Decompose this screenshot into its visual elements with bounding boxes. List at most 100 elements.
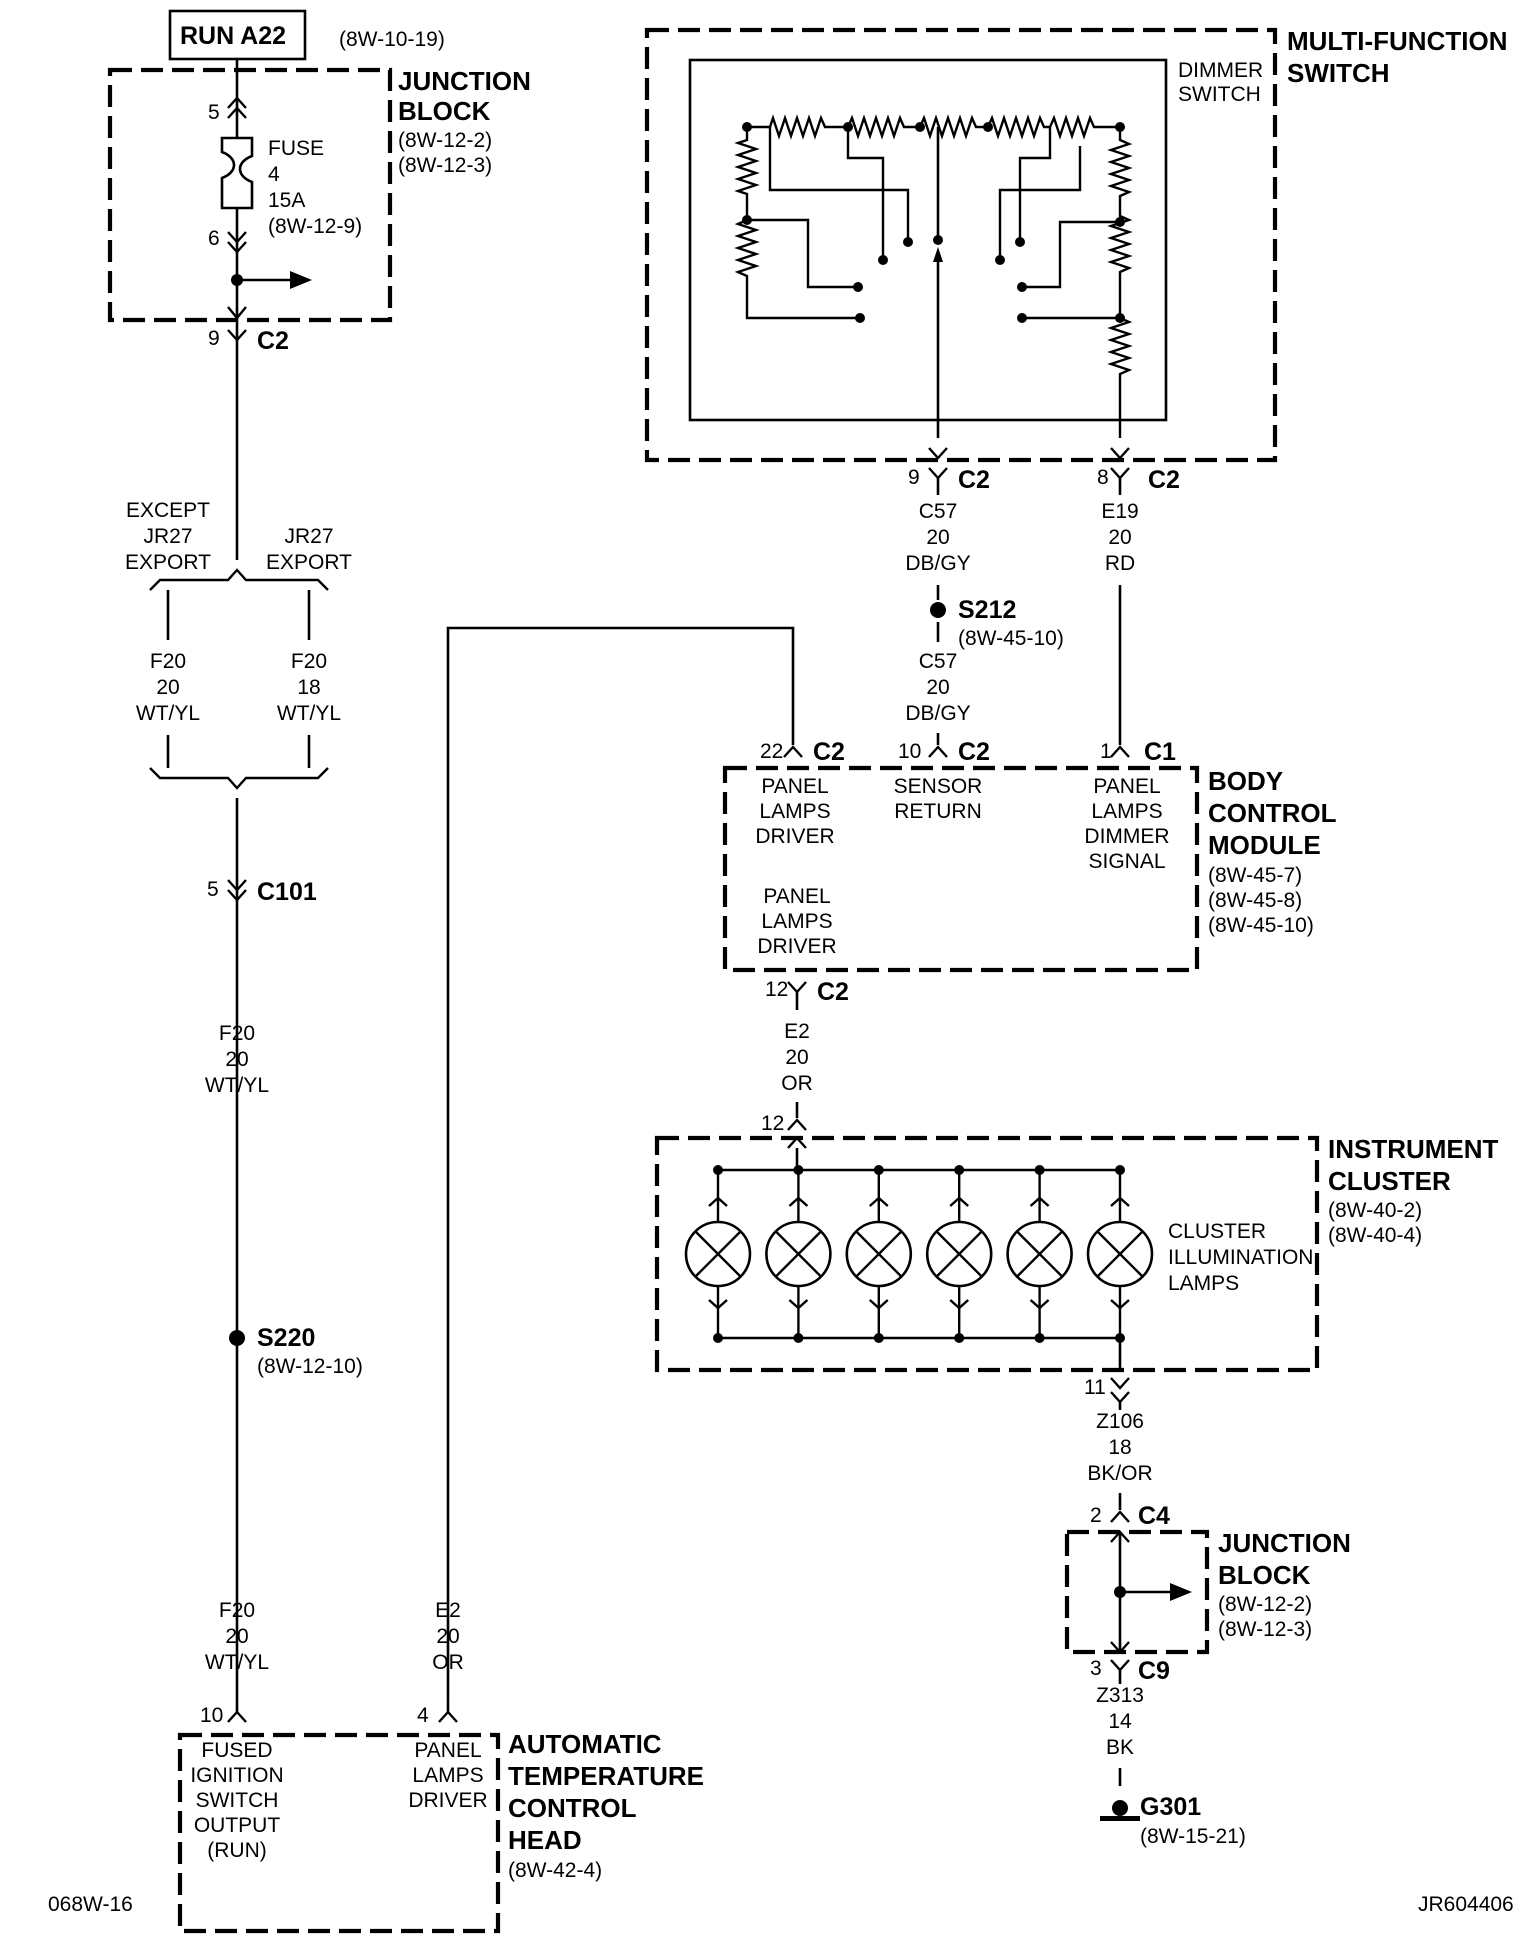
body-control-module-box (722, 765, 1200, 973)
dimmer-resistor-network (734, 114, 1133, 438)
cluster-lamps-label-2: ILLUMINATION (1168, 1246, 1313, 1269)
bcm-pin-22: 22 (760, 740, 783, 763)
fuse-ref: (8W-12-9) (268, 215, 362, 238)
cluster-lamps-label-1: CLUSTER (1168, 1220, 1266, 1243)
branch-right-2: EXPORT (266, 551, 352, 574)
atc-pin-10: 10 (200, 1704, 223, 1727)
branch-left-3: EXPORT (125, 551, 211, 574)
z313-color: BK (1106, 1736, 1134, 1759)
c57-bot-color: DB/GY (905, 702, 970, 725)
g301-ref: (8W-15-21) (1140, 1825, 1246, 1848)
junction-block-top-ref-1: (8W-12-2) (398, 129, 492, 152)
jb-bot-title-1: JUNCTION (1218, 1528, 1351, 1558)
f20-right-circuit: F20 (291, 650, 327, 673)
f20-low-color: WT/YL (205, 1651, 269, 1674)
junction-block-top-arrow (290, 271, 312, 289)
jb-top-conn-pin: 9 (208, 327, 220, 350)
junction-block-top-ref-2: (8W-12-3) (398, 154, 492, 177)
bcm-pin-12: 12 (765, 978, 788, 1001)
jb-bot-conn-top: C4 (1138, 1502, 1170, 1530)
e19-circuit: E19 (1101, 500, 1138, 523)
atc-input-2: IGNITION (190, 1764, 283, 1787)
mfs-pin-a: 9 (908, 466, 920, 489)
bcm-conn-22: C2 (813, 738, 845, 766)
bcm-title-2: CONTROL (1208, 798, 1337, 828)
cluster-lamp (925, 1165, 993, 1343)
jb-bot-conn-bot: C9 (1138, 1657, 1170, 1685)
e2-atc-circuit: E2 (435, 1599, 461, 1622)
atc-ref: (8W-42-4) (508, 1859, 602, 1882)
e2-atc-wire (446, 626, 795, 1700)
instrument-cluster-box (654, 1135, 1320, 1373)
f20-low-circuit: F20 (219, 1599, 255, 1622)
dimmer-switch-label-1: DIMMER (1178, 59, 1263, 82)
footer-right: JR604406 (1418, 1893, 1514, 1916)
bcm-pds-b: LAMPS (1091, 800, 1162, 823)
fuse-symbol (220, 136, 254, 210)
f20-left-gauge: 20 (156, 676, 179, 699)
cluster-ref-2: (8W-40-4) (1328, 1224, 1422, 1247)
g301-label: G301 (1140, 1793, 1201, 1821)
c57-bot-circuit: C57 (919, 650, 958, 673)
bcm-conn-12: C2 (817, 978, 849, 1006)
footer-left: 068W-16 (48, 1893, 133, 1916)
multi-function-switch-box (644, 27, 1278, 463)
atc-title-3: CONTROL (508, 1793, 637, 1823)
bcm-pld2-c: DRIVER (757, 935, 836, 958)
atc-driver-2: LAMPS (412, 1764, 483, 1787)
s220-splice (229, 1330, 245, 1346)
c57-top-color: DB/GY (905, 552, 970, 575)
branch-brace-top (149, 568, 329, 591)
run-a22-ref: (8W-10-19) (339, 28, 445, 51)
cluster-pin-in: 12 (761, 1112, 784, 1135)
z106-circuit: Z106 (1096, 1410, 1144, 1433)
cluster-illumination-lamps (684, 1165, 1154, 1343)
cluster-lamp (765, 1165, 832, 1343)
bcm-pld1-c: DRIVER (755, 825, 834, 848)
branch-left-2: JR27 (143, 525, 192, 548)
bcm-sensor-a: SENSOR (894, 775, 983, 798)
bcm-pld1-a: PANEL (761, 775, 828, 798)
e19-gauge: 20 (1108, 526, 1131, 549)
fuse-pin-in: 5 (208, 101, 220, 124)
z313-circuit: Z313 (1096, 1684, 1144, 1707)
f20-right-color: WT/YL (277, 702, 341, 725)
fuse-label: FUSE (268, 137, 324, 160)
f20-low-gauge: 20 (225, 1625, 248, 1648)
atc-driver-3: DRIVER (408, 1789, 487, 1812)
mfs-title-1: MULTI-FUNCTION (1287, 26, 1507, 56)
branch-left-1: EXCEPT (126, 499, 210, 522)
s220-ref: (8W-12-10) (257, 1355, 363, 1378)
f20-right-gauge: 18 (297, 676, 320, 699)
junction-block-bottom-box (1064, 1529, 1210, 1655)
s212-ref: (8W-45-10) (958, 627, 1064, 650)
cluster-lamp (845, 1165, 913, 1343)
f20-mid-gauge: 20 (225, 1048, 248, 1071)
mfs-title-2: SWITCH (1287, 58, 1390, 88)
z106-gauge: 18 (1108, 1436, 1131, 1459)
bcm-sensor-b: RETURN (894, 800, 982, 823)
bcm-ref-1: (8W-45-7) (1208, 864, 1302, 887)
dimmer-switch-label-2: SWITCH (1178, 83, 1261, 106)
s220-label: S220 (257, 1324, 315, 1352)
f20-left-circuit: F20 (150, 650, 186, 673)
e2-atc-color: OR (432, 1651, 464, 1674)
f20-mid-color: WT/YL (205, 1074, 269, 1097)
junction-block-top-title-2: BLOCK (398, 96, 491, 126)
fuse-number: 4 (268, 163, 280, 186)
branch-brace-bottom (149, 767, 329, 790)
atc-input-3: SWITCH (196, 1789, 279, 1812)
e2-cluster-circuit: E2 (784, 1020, 810, 1043)
bcm-pds-a: PANEL (1093, 775, 1160, 798)
atc-title-1: AUTOMATIC (508, 1729, 662, 1759)
junction-block-bottom-arrow (1170, 1583, 1192, 1601)
atc-title-2: TEMPERATURE (508, 1761, 704, 1791)
cluster-ref-1: (8W-40-2) (1328, 1199, 1422, 1222)
e2-cluster-gauge: 20 (785, 1046, 808, 1069)
atc-input-1: FUSED (201, 1739, 272, 1762)
c57-top-gauge: 20 (926, 526, 949, 549)
c101-label: C101 (257, 878, 317, 906)
bcm-pld2-b: LAMPS (761, 910, 832, 933)
f20-left-color: WT/YL (136, 702, 200, 725)
